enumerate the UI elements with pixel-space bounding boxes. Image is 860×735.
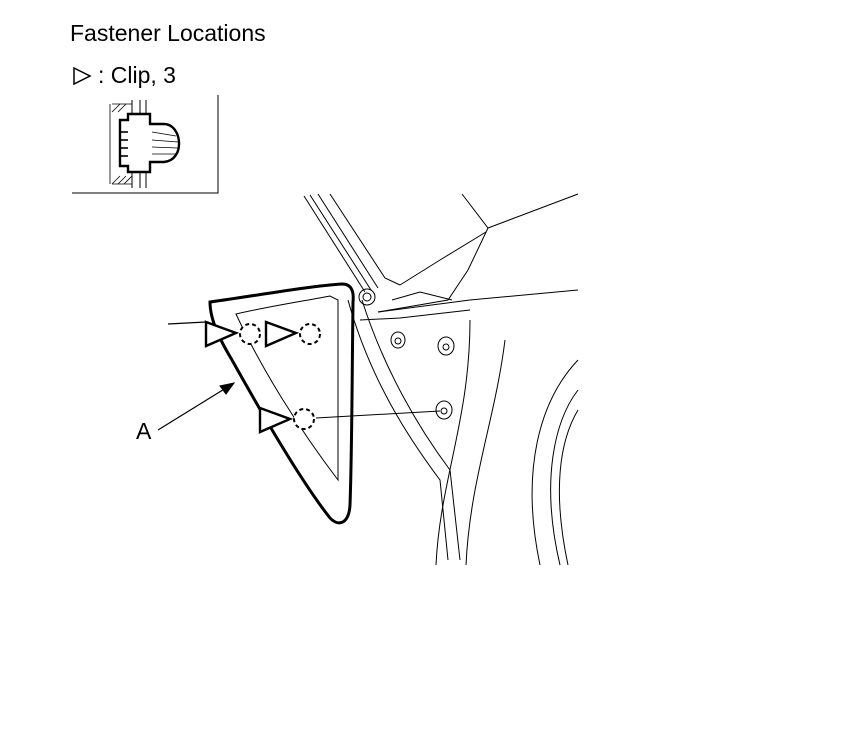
clip-marker [258,406,315,434]
callout-label-a: A [136,418,152,444]
vehicle-body-outline [303,193,579,566]
clip-marker [264,320,321,348]
clip-legend-label: : Clip, 3 [98,62,176,88]
garnish-panel-a [208,282,355,525]
clip-marker [204,320,261,348]
clip-detail-inset [72,95,219,194]
triangle-outline-icon [73,66,92,85]
page-title: Fastener Locations [70,20,266,46]
callout-leader-a [157,382,236,431]
leader-line [167,321,207,325]
clip-legend: : Clip, 3 [72,62,176,89]
